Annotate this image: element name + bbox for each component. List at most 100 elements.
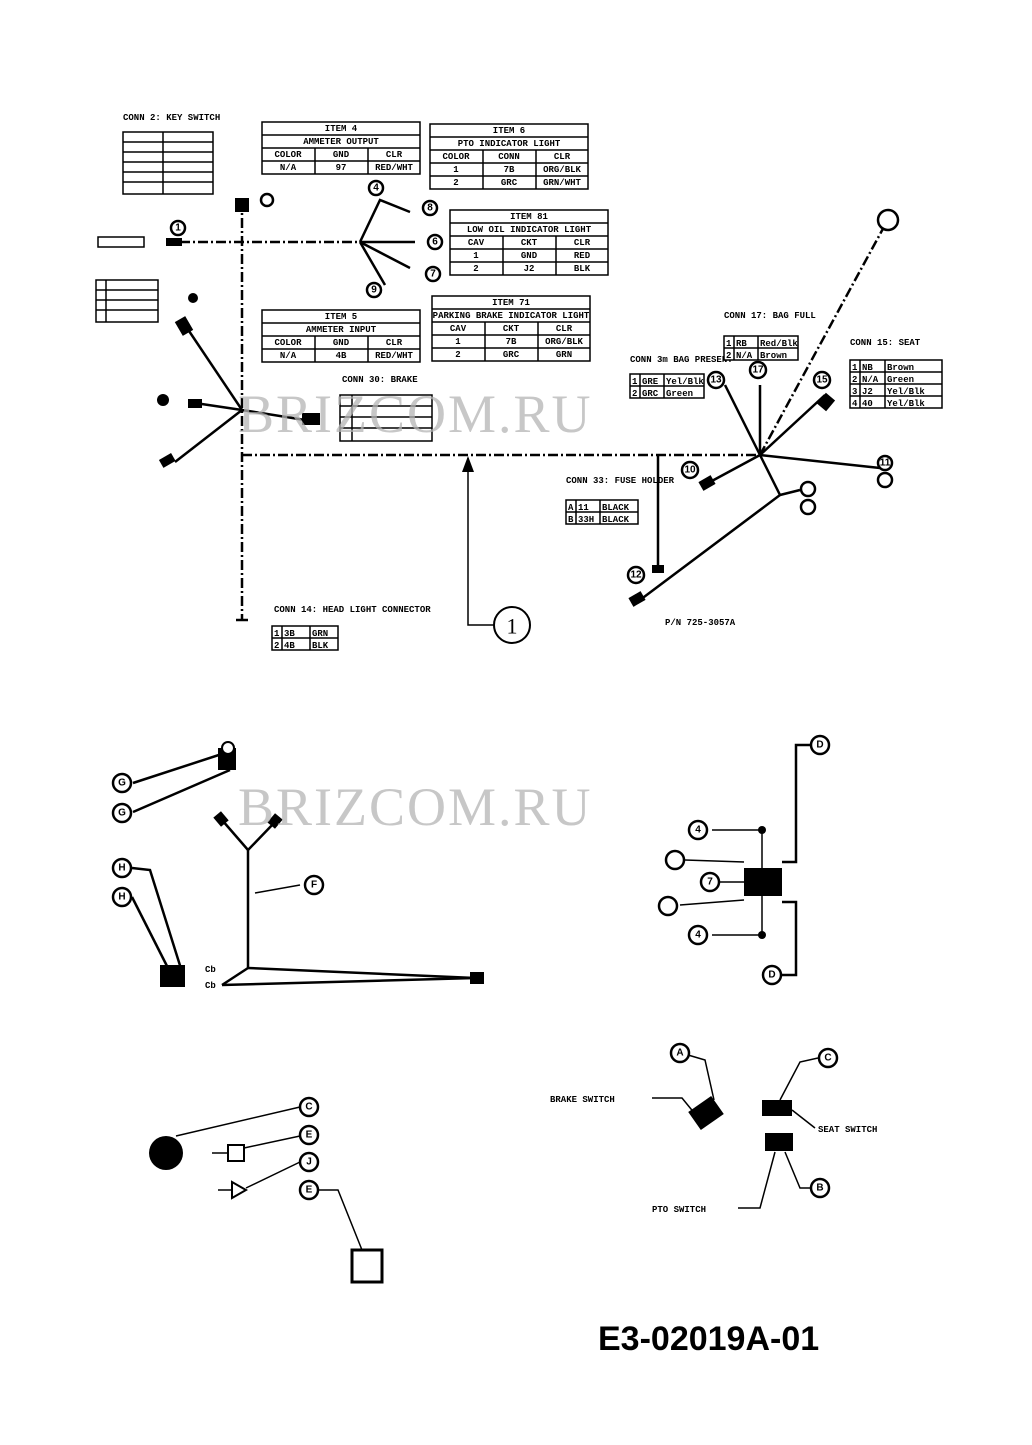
svg-text:NB: NB: [862, 363, 873, 373]
svg-text:CAV: CAV: [468, 238, 485, 248]
svg-text:CLR: CLR: [574, 238, 591, 248]
svg-text:PTO INDICATOR LIGHT: PTO INDICATOR LIGHT: [458, 139, 561, 149]
svg-text:CONN 17: BAG FULL: CONN 17: BAG FULL: [724, 311, 816, 321]
svg-text:Yel/Blk: Yel/Blk: [887, 387, 925, 397]
brake-switch-label: BRAKE SWITCH: [550, 1095, 615, 1105]
svg-text:97: 97: [336, 163, 347, 173]
watermark-top: BRIZCOM.RU: [238, 384, 593, 444]
table-key-switch: CONN 2: KEY SWITCH: [122, 113, 220, 195]
upper-callouts: 4 8 6 7 9 1 12 17 13 11 15 10: [169, 179, 900, 585]
svg-text:CLR: CLR: [554, 152, 571, 162]
svg-text:GND: GND: [333, 338, 350, 348]
svg-text:ITEM 71: ITEM 71: [492, 298, 530, 308]
svg-text:CONN 33: FUSE HOLDER: CONN 33: FUSE HOLDER: [566, 476, 675, 486]
svg-text:1: 1: [852, 363, 858, 373]
svg-text:11: 11: [880, 458, 891, 469]
callout-E1: E: [298, 1124, 320, 1146]
table-head-light: CONN 14: HEAD LIGHT CONNECTOR 1 3B GRN 2…: [271, 605, 431, 651]
svg-text:2: 2: [726, 351, 731, 361]
svg-text:40: 40: [862, 399, 873, 409]
svg-text:COLOR: COLOR: [274, 338, 302, 348]
svg-text:ITEM 81: ITEM 81: [510, 212, 548, 222]
svg-text:C: C: [824, 1053, 831, 1064]
svg-text:4B: 4B: [336, 351, 347, 361]
svg-text:GRC: GRC: [642, 389, 659, 399]
svg-text:CKT: CKT: [503, 324, 520, 334]
svg-text:GRN: GRN: [312, 629, 328, 639]
svg-text:H: H: [118, 863, 125, 874]
svg-text:BLK: BLK: [312, 641, 329, 651]
svg-text:7B: 7B: [504, 165, 515, 175]
seat-switch-label: SEAT SWITCH: [818, 1125, 877, 1135]
table-item-4: ITEM 4 AMMETER OUTPUT COLOR GND CLR N/A …: [261, 121, 421, 175]
callout-G2: G: [111, 802, 133, 824]
svg-text:8: 8: [427, 203, 433, 214]
svg-text:CLR: CLR: [386, 150, 403, 160]
svg-text:PARKING BRAKE INDICATOR LIGHT: PARKING BRAKE INDICATOR LIGHT: [433, 311, 590, 321]
svg-text:AMMETER INPUT: AMMETER INPUT: [306, 325, 377, 335]
svg-text:BLK: BLK: [574, 264, 591, 274]
svg-text:12: 12: [630, 570, 642, 581]
table-fuse-holder: CONN 33: FUSE HOLDER A 11 BLACK B 33H BL…: [565, 476, 675, 525]
callout-number: 1: [507, 614, 518, 639]
svg-text:H: H: [118, 892, 125, 903]
svg-text:CAV: CAV: [450, 324, 467, 334]
callout-H1: H: [111, 857, 133, 879]
svg-text:ORG/BLK: ORG/BLK: [545, 337, 583, 347]
svg-text:GRC: GRC: [503, 350, 520, 360]
svg-text:LOW OIL INDICATOR LIGHT: LOW OIL INDICATOR LIGHT: [467, 225, 592, 235]
svg-text:G: G: [118, 808, 126, 819]
svg-text:RB: RB: [736, 339, 747, 349]
svg-text:2: 2: [453, 178, 458, 188]
svg-text:1: 1: [455, 337, 461, 347]
svg-text:J: J: [306, 1157, 312, 1168]
svg-text:ITEM 4: ITEM 4: [325, 124, 358, 134]
svg-text:CONN 3m BAG PRESENT: CONN 3m BAG PRESENT: [630, 355, 733, 365]
callout-C2: C: [817, 1047, 839, 1069]
svg-text:J2: J2: [524, 264, 535, 274]
svg-text:AMMETER OUTPUT: AMMETER OUTPUT: [303, 137, 379, 147]
callout-B: B: [809, 1177, 831, 1199]
svg-text:CONN 15: SEAT: CONN 15: SEAT: [850, 338, 921, 348]
brake-switch-part: [688, 1095, 724, 1131]
svg-text:A: A: [568, 503, 574, 513]
svg-text:1: 1: [175, 223, 181, 234]
callout-11: 11: [876, 454, 894, 472]
table-bag-full: CONN 17: BAG FULL 1 RB Red/Blk 2 N/A Bro…: [723, 311, 816, 361]
table-brake: CONN 30: BRAKE: [339, 375, 433, 442]
svg-text:A: A: [676, 1048, 683, 1059]
svg-text:9: 9: [371, 285, 377, 296]
svg-text:GRN/WHT: GRN/WHT: [543, 178, 581, 188]
table-seat: CONN 15: SEAT 1 NB Brown 2 N/A Green 3 J…: [849, 338, 943, 409]
svg-text:C: C: [305, 1102, 312, 1113]
svg-text:BLACK: BLACK: [602, 515, 630, 525]
svg-text:10: 10: [684, 465, 696, 476]
svg-text:N/A: N/A: [862, 375, 879, 385]
left-small-tables: [95, 236, 159, 323]
svg-text:3B: 3B: [284, 629, 295, 639]
svg-text:17: 17: [752, 365, 764, 376]
horn-part: [149, 1136, 183, 1170]
svg-text:Cb: Cb: [205, 965, 216, 975]
svg-text:33H: 33H: [578, 515, 594, 525]
bottom-left-parts: C E J E: [149, 1096, 384, 1284]
svg-text:7: 7: [430, 269, 436, 280]
svg-text:6: 6: [432, 237, 438, 248]
svg-text:B: B: [816, 1183, 823, 1194]
callout-4a: 4: [687, 819, 709, 841]
svg-text:RED/WHT: RED/WHT: [375, 351, 413, 361]
module-assembly: D D 4 4 7: [657, 734, 831, 986]
svg-text:15: 15: [816, 375, 828, 386]
watermark-middle: BRIZCOM.RU: [238, 777, 593, 837]
svg-text:2: 2: [473, 264, 478, 274]
svg-text:ORG/BLK: ORG/BLK: [543, 165, 581, 175]
svg-text:Green: Green: [887, 375, 914, 385]
callout-8: 8: [421, 199, 439, 217]
svg-text:N/A: N/A: [280, 351, 297, 361]
callout-10: 10: [680, 460, 700, 480]
svg-text:CONN 2: KEY SWITCH: CONN 2: KEY SWITCH: [123, 113, 220, 123]
table-bag-present: CONN 3m BAG PRESENT 1 GRE Yel/Blk 2 GRC …: [629, 355, 733, 399]
svg-text:RED: RED: [574, 251, 591, 261]
pto-switch-part: [765, 1133, 793, 1151]
svg-text:Yel/Blk: Yel/Blk: [666, 377, 704, 387]
